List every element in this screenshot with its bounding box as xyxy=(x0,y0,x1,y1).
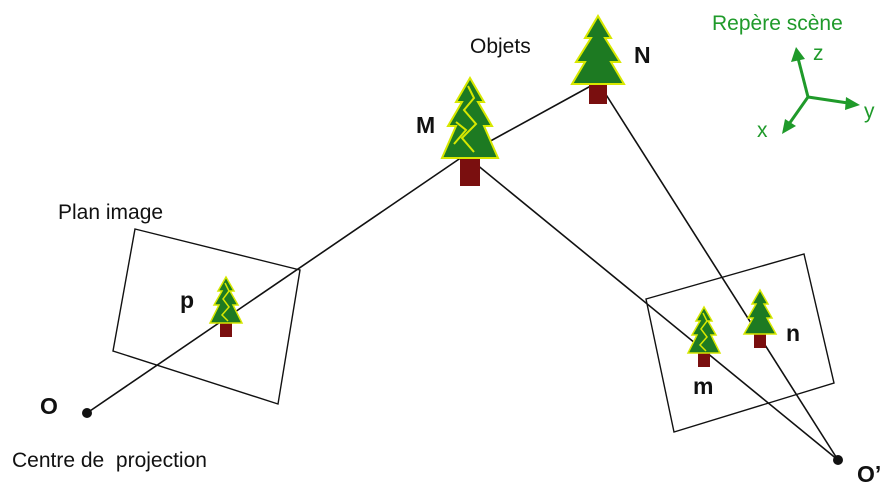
image-m-tree-icon xyxy=(686,305,722,367)
image-n-tree-icon xyxy=(742,288,778,348)
y-arrowhead-icon xyxy=(845,97,860,110)
point-O-prime-dot xyxy=(833,455,843,465)
projection-center-label: Centre de projection xyxy=(12,449,207,472)
object-M-tree-icon xyxy=(440,76,500,186)
ray-M-to-O-prime xyxy=(464,154,839,461)
objects-label: Objets xyxy=(470,35,531,58)
scene-frame-axes xyxy=(782,47,860,134)
x-arrowhead-icon xyxy=(782,119,796,134)
axis-z-label: z xyxy=(813,42,824,65)
scene-frame-label: Repère scène xyxy=(712,12,843,35)
point-N-label: N xyxy=(634,42,651,68)
point-m-label: m xyxy=(693,373,713,399)
image-plane-label: Plan image xyxy=(58,201,163,224)
ray-N-to-O-prime xyxy=(597,81,839,461)
left-image-plane xyxy=(112,228,301,405)
point-n-label: n xyxy=(786,320,800,346)
image-p-tree-icon xyxy=(208,275,244,337)
point-p-label: p xyxy=(180,287,194,313)
axis-x-label: x xyxy=(757,119,768,142)
point-M-label: M xyxy=(416,112,435,138)
point-O-label: O xyxy=(40,393,58,419)
right-image-plane xyxy=(645,253,835,433)
z-arrowhead-icon xyxy=(791,47,805,62)
axis-y-label: y xyxy=(864,100,875,123)
point-O-dot xyxy=(82,408,92,418)
ray-O-to-M xyxy=(86,154,466,414)
object-N-tree-icon xyxy=(570,14,626,104)
point-O-prime-label: O’ xyxy=(857,461,881,486)
